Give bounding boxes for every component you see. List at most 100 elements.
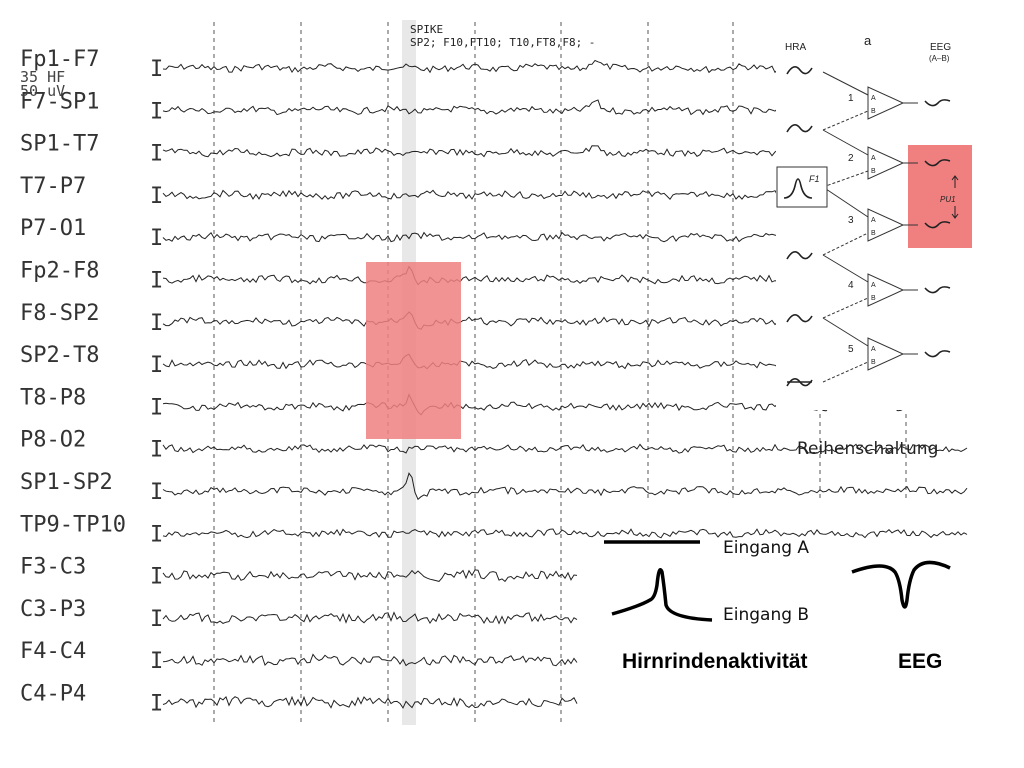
eeg-trace xyxy=(162,443,968,454)
calibration-bar: I xyxy=(150,99,163,124)
amp-input-a: A xyxy=(871,95,876,102)
calibration-bar: I xyxy=(150,522,163,547)
diagram-title-eeg-sub: (A–B) xyxy=(929,54,950,63)
amp-input-a: A xyxy=(871,217,876,224)
output-wave-icon xyxy=(924,286,951,294)
diagram-title-a: a xyxy=(864,33,872,48)
amp-number: 3 xyxy=(848,215,854,226)
amp-number: 4 xyxy=(848,280,854,291)
channel-label: F3-C3 xyxy=(20,555,86,580)
amp-input-b: B xyxy=(871,359,876,366)
eingang-b-spike-icon xyxy=(611,568,713,622)
eeg-trace xyxy=(162,569,578,583)
channel-label: C4-P4 xyxy=(20,682,86,707)
diagram-title-eeg: EEG xyxy=(930,42,951,53)
output-highlight xyxy=(908,145,972,248)
calibration-bar: I xyxy=(150,269,163,294)
annotation-line1: SPIKE xyxy=(410,23,443,36)
output-wave-icon xyxy=(924,350,951,358)
pu1-arrow-up-icon xyxy=(951,175,959,188)
channel-label: T8-P8 xyxy=(20,385,86,410)
amp-input-a: A xyxy=(871,282,876,289)
calibration-bar: I xyxy=(150,395,163,420)
connection-a xyxy=(822,129,869,156)
eeg-trace xyxy=(162,653,578,667)
channel-label: C3-P3 xyxy=(20,597,86,622)
channel-label: SP1-SP2 xyxy=(20,470,113,495)
legend: Eingang A Eingang B Hirnrindenaktivität … xyxy=(604,538,951,673)
caption-reihenschaltung: Reihenschaltung xyxy=(797,439,938,459)
annotation-line2: SP2; F10,FT10; T10,FT8,F8; - xyxy=(410,36,595,49)
connection-b xyxy=(822,110,869,131)
connection-a xyxy=(822,317,869,347)
amplifier-triangle xyxy=(867,86,905,120)
pu1-label: PU1 xyxy=(940,195,956,204)
f1-label: F1 xyxy=(809,174,820,184)
channel-label: Fp1-F7 xyxy=(20,47,99,72)
output-wave-icon xyxy=(924,159,951,167)
calibration-bar: I xyxy=(150,311,163,336)
connection-a xyxy=(822,186,869,218)
calibration-bar: I xyxy=(150,649,163,674)
amp-number: 1 xyxy=(848,93,854,104)
output-wave-icon xyxy=(924,99,951,107)
channel-label: F8-SP2 xyxy=(20,301,99,326)
calibration-bar: I xyxy=(150,226,163,251)
amp-number: 5 xyxy=(848,344,854,355)
amplifier-triangle xyxy=(867,146,905,180)
channel-label: Fp2-F8 xyxy=(20,259,99,284)
calibration-line1: 35 HF xyxy=(20,68,65,86)
connection-b xyxy=(822,170,869,188)
amplifier-triangle xyxy=(867,208,905,242)
input-wave-icon xyxy=(786,314,813,323)
diagram-title-hra: HRA xyxy=(785,42,806,53)
pu1-arrow-down-icon xyxy=(951,206,959,219)
calibration-bar: I xyxy=(150,184,163,209)
eeg-trace xyxy=(162,528,968,539)
eeg-trace xyxy=(162,695,578,709)
connection-a xyxy=(822,71,869,96)
eeg-spike-icon xyxy=(851,560,951,609)
input-wave-icon xyxy=(786,66,813,75)
connection-b xyxy=(822,297,869,319)
connection-a xyxy=(822,254,869,283)
channel-label: SP2-T8 xyxy=(20,343,99,368)
amp-input-b: B xyxy=(871,230,876,237)
calibration-bar: I xyxy=(150,142,163,167)
eeg-trace xyxy=(162,472,968,501)
amplifier-triangle xyxy=(867,337,905,371)
amp-input-b: B xyxy=(871,108,876,115)
channel-label: TP9-TP10 xyxy=(20,512,126,537)
channel-label: F4-C4 xyxy=(20,639,86,664)
calibration-bar: I xyxy=(150,607,163,632)
calibration-bar: I xyxy=(150,353,163,378)
calibration-bar: I xyxy=(150,480,163,505)
amp-number: 2 xyxy=(848,153,854,164)
output-wave-icon xyxy=(924,221,951,229)
calibration-line2: 50 uV xyxy=(20,82,65,100)
calibration-bar: I xyxy=(150,438,163,463)
amp-input-a: A xyxy=(871,346,876,353)
input-wave-icon xyxy=(786,124,813,133)
f1-spike-icon xyxy=(783,178,813,199)
channel-label: P8-O2 xyxy=(20,428,86,453)
connection-b xyxy=(822,232,869,256)
eeg-label: EEG xyxy=(898,650,942,673)
eeg-trace xyxy=(162,611,578,625)
channel-label: F7-SP1 xyxy=(20,89,99,114)
channel-label: SP1-T7 xyxy=(20,132,99,157)
hirnrinde-label: Hirnrindenaktivität xyxy=(622,650,808,673)
eingang-b-label: Eingang B xyxy=(723,605,809,625)
channel-label: T7-P7 xyxy=(20,174,86,199)
calibration-bar: I xyxy=(150,565,163,590)
amplifier-triangle xyxy=(867,273,905,307)
channel-label: P7-O1 xyxy=(20,216,86,241)
amp-input-a: A xyxy=(871,155,876,162)
spike-highlight xyxy=(366,262,461,439)
connection-b xyxy=(822,361,869,383)
amp-input-b: B xyxy=(871,295,876,302)
